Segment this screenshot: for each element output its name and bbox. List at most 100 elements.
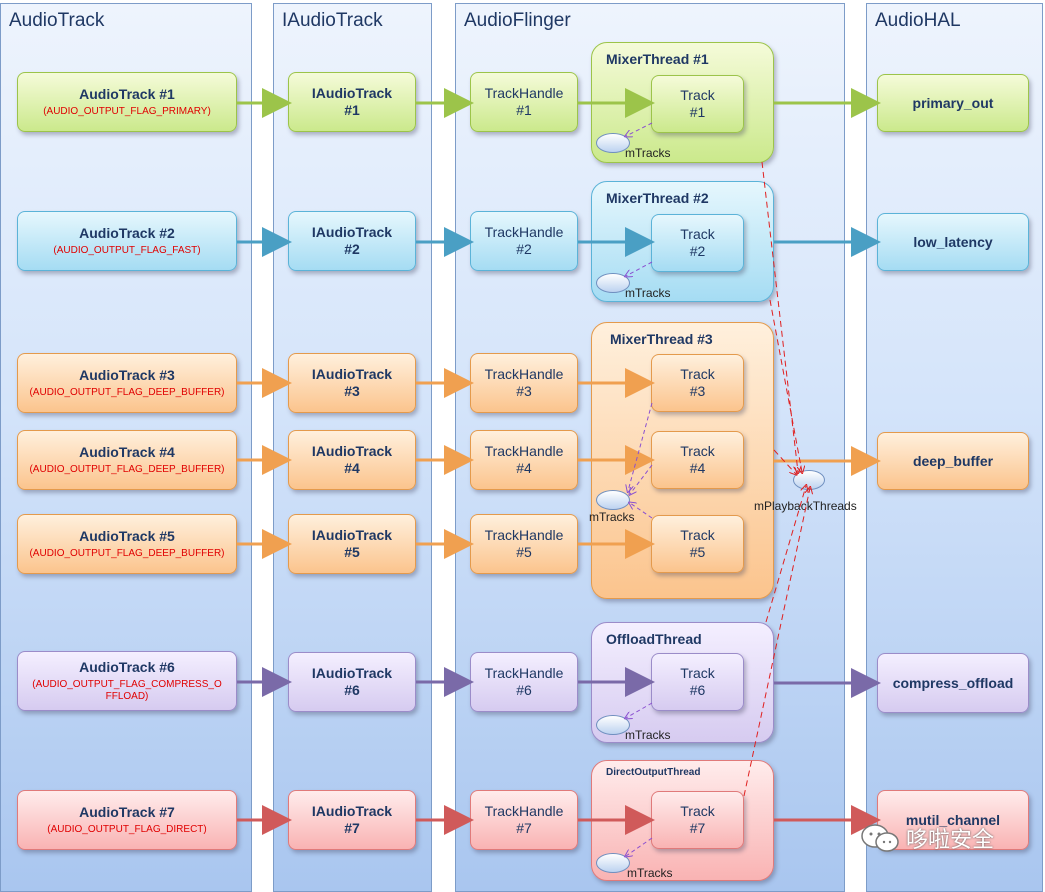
audiotrack-box-4: AudioTrack #4 (AUDIO_OUTPUT_FLAG_DEEP_BU… [17,430,237,490]
hal-box-compress-offload: compress_offload [877,653,1029,713]
track-box-4: Track #4 [651,431,744,489]
track-num: #1 [689,104,706,120]
iaudiotrack-num: #5 [344,544,360,560]
output-flag: (AUDIO_OUTPUT_FLAG_FAST) [53,244,201,256]
track-name: Track [680,443,715,460]
output-flag: (AUDIO_OUTPUT_FLAG_DEEP_BUFFER) [29,386,225,398]
iaudiotrack-name: IAudioTrack [311,665,393,682]
iaudiotrack-box-7: IAudioTrack #7 [288,790,416,850]
audiotrack-name: AudioTrack #1 [79,86,175,103]
thread-title: MixerThread #1 [606,51,709,67]
iaudiotrack-box-4: IAudioTrack #4 [288,430,416,490]
output-flag: (AUDIO_OUTPUT_FLAG_DEEP_BUFFER) [29,547,225,559]
trackhandle-num: #7 [516,820,532,836]
audiotrack-name: AudioTrack #4 [79,444,175,461]
track-num: #4 [689,460,706,476]
watermark: 哆啦安全 [860,822,994,854]
track-name: Track [680,665,715,682]
lane-title: AudioFlinger [464,10,571,31]
hal-name: deep_buffer [912,452,994,469]
watermark-text: 哆啦安全 [906,827,995,852]
thread-title: MixerThread #2 [606,190,709,206]
audiotrack-box-6: AudioTrack #6 (AUDIO_OUTPUT_FLAG_COMPRES… [17,651,237,711]
trackhandle-num: #5 [516,544,532,560]
track-box-2: Track #2 [651,214,744,272]
trackhandle-name: TrackHandle [484,803,564,820]
trackhandle-num: #3 [516,383,532,399]
audiotrack-box-3: AudioTrack #3 (AUDIO_OUTPUT_FLAG_DEEP_BU… [17,353,237,413]
wechat-icon [861,824,899,852]
trackhandle-num: #1 [516,102,532,118]
trackhandle-name: TrackHandle [484,665,564,682]
trackhandle-num: #4 [516,460,532,476]
lane-title: AudioTrack [9,10,105,31]
hal-box-deep-buffer: deep_buffer [877,432,1029,490]
track-num: #2 [689,243,706,259]
thread-title: OffloadThread [606,631,702,647]
mtracks-oval-7 [596,853,630,873]
iaudiotrack-num: #6 [344,682,360,698]
audiotrack-box-1: AudioTrack #1 (AUDIO_OUTPUT_FLAG_PRIMARY… [17,72,237,132]
audiotrack-box-7: AudioTrack #7 (AUDIO_OUTPUT_FLAG_DIRECT) [17,790,237,850]
lane-title: IAudioTrack [282,10,383,31]
hal-name: low_latency [913,233,993,250]
iaudiotrack-name: IAudioTrack [311,803,393,820]
audiotrack-box-2: AudioTrack #2 (AUDIO_OUTPUT_FLAG_FAST) [17,211,237,271]
mplaybackthreads-label: mPlaybackThreads [754,499,857,513]
mtracks-label: mTracks [625,286,671,300]
iaudiotrack-box-3: IAudioTrack #3 [288,353,416,413]
hal-name: primary_out [912,94,994,111]
track-name: Track [680,803,715,820]
track-name: Track [680,87,715,104]
trackhandle-box-1: TrackHandle #1 [470,72,578,132]
mtracks-label: mTracks [625,728,671,742]
trackhandle-box-5: TrackHandle #5 [470,514,578,574]
iaudiotrack-box-2: IAudioTrack #2 [288,211,416,271]
iaudiotrack-num: #3 [344,383,360,399]
output-flag: (AUDIO_OUTPUT_FLAG_PRIMARY) [43,105,211,117]
track-box-5: Track #5 [651,515,744,573]
iaudiotrack-name: IAudioTrack [311,443,393,460]
mtracks-label: mTracks [627,866,673,880]
hal-name: mutil_channel [905,811,1001,828]
trackhandle-name: TrackHandle [484,85,564,102]
trackhandle-box-6: TrackHandle #6 [470,652,578,712]
thread-title: MixerThread #3 [610,331,713,347]
lane-title: AudioHAL [875,10,961,31]
trackhandle-name: TrackHandle [484,224,564,241]
trackhandle-box-7: TrackHandle #7 [470,790,578,850]
trackhandle-num: #2 [516,241,532,257]
audiotrack-name: AudioTrack #5 [79,528,175,545]
trackhandle-name: TrackHandle [484,443,564,460]
hal-box-mutil-channel: mutil_channel [877,790,1029,850]
trackhandle-num: #6 [516,682,532,698]
iaudiotrack-num: #7 [344,820,360,836]
iaudiotrack-box-5: IAudioTrack #5 [288,514,416,574]
iaudiotrack-box-6: IAudioTrack #6 [288,652,416,712]
mtracks-oval-6 [596,715,630,735]
track-name: Track [680,527,715,544]
trackhandle-name: TrackHandle [484,527,564,544]
output-flag: (AUDIO_OUTPUT_FLAG_DEEP_BUFFER) [29,463,225,475]
track-box-3: Track #3 [651,354,744,412]
track-num: #6 [689,682,706,698]
iaudiotrack-num: #1 [344,102,360,118]
iaudiotrack-box-1: IAudioTrack #1 [288,72,416,132]
audiotrack-name: AudioTrack #2 [79,225,175,242]
hal-box-primary-out: primary_out [877,74,1029,132]
output-flag: (AUDIO_OUTPUT_FLAG_DIRECT) [47,823,207,835]
track-box-6: Track #6 [651,653,744,711]
mplaybackthreads-oval [793,470,825,490]
iaudiotrack-name: IAudioTrack [311,366,393,383]
track-num: #7 [689,820,706,836]
thread-title: DirectOutputThread [606,767,701,778]
track-num: #3 [689,383,706,399]
audiotrack-name: AudioTrack #3 [79,367,175,384]
iaudiotrack-num: #4 [344,460,360,476]
mtracks-oval-2 [596,273,630,293]
hal-box-low-latency: low_latency [877,213,1029,271]
output-flag: (AUDIO_OUTPUT_FLAG_COMPRESS_O FFLOAD) [32,678,222,702]
audiotrack-box-5: AudioTrack #5 (AUDIO_OUTPUT_FLAG_DEEP_BU… [17,514,237,574]
track-name: Track [680,366,715,383]
audiotrack-name: AudioTrack #7 [79,804,175,821]
